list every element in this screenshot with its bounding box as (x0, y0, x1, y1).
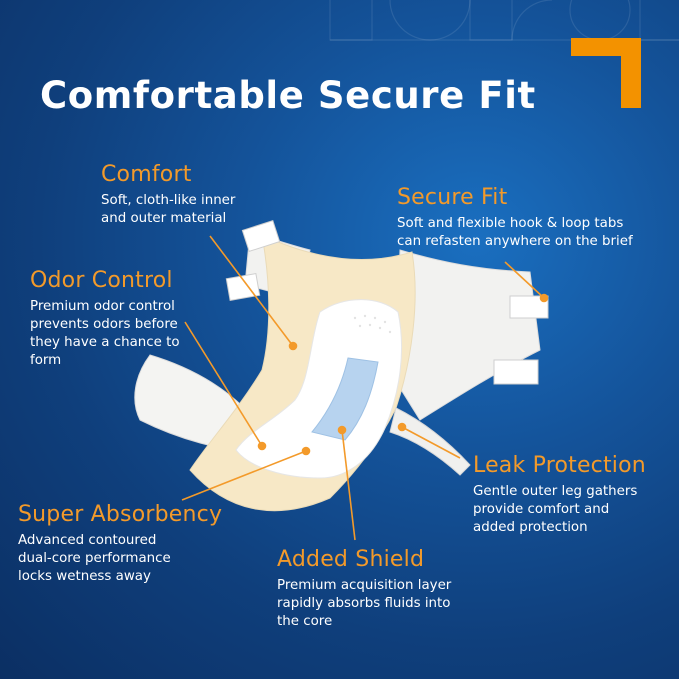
callout-added-shield: Added Shield Premium acquisition layer r… (277, 547, 451, 631)
callout-secure-fit: Secure Fit Soft and flexible hook & loop… (397, 185, 633, 251)
callout-super-absorbency: Super Absorbency Advanced contoured dual… (18, 502, 222, 586)
leg-gather-right (389, 407, 471, 476)
callout-secure-fit-heading: Secure Fit (397, 185, 508, 210)
right-bottom-tab (493, 359, 539, 385)
corner-bracket-logo (571, 38, 641, 108)
callout-odor-control: Odor Control Premium odor control preven… (30, 268, 180, 370)
callout-super-absorbency-heading: Super Absorbency (18, 502, 223, 527)
callout-odor-control-heading: Odor Control (30, 268, 173, 293)
core-texture (353, 314, 392, 334)
callout-odor-control-body: Premium odor control prevents odors befo… (30, 299, 180, 368)
page-title: Comfortable Secure Fit (40, 74, 536, 117)
left-mid-tab (225, 272, 261, 302)
callout-leak-protection-heading: Leak Protection (473, 453, 646, 478)
callout-added-shield-heading: Added Shield (277, 547, 425, 572)
inner-core (235, 299, 403, 479)
callout-comfort-body: Soft, cloth-like inner and outer materia… (101, 193, 236, 226)
callout-secure-fit-body: Soft and flexible hook & loop tabs can r… (397, 216, 633, 249)
callout-comfort: Comfort Soft, cloth-like inner and outer… (101, 162, 235, 228)
callout-leak-protection: Leak Protection Gentle outer leg gathers… (473, 453, 646, 537)
callout-comfort-heading: Comfort (101, 162, 192, 187)
callout-super-absorbency-body: Advanced contoured dual-core performance… (18, 533, 171, 584)
callout-added-shield-body: Premium acquisition layer rapidly absorb… (277, 578, 452, 629)
right-side-panel (394, 249, 541, 421)
callout-leak-protection-body: Gentle outer leg gathers provide comfort… (473, 484, 638, 535)
right-top-tab (509, 295, 549, 319)
